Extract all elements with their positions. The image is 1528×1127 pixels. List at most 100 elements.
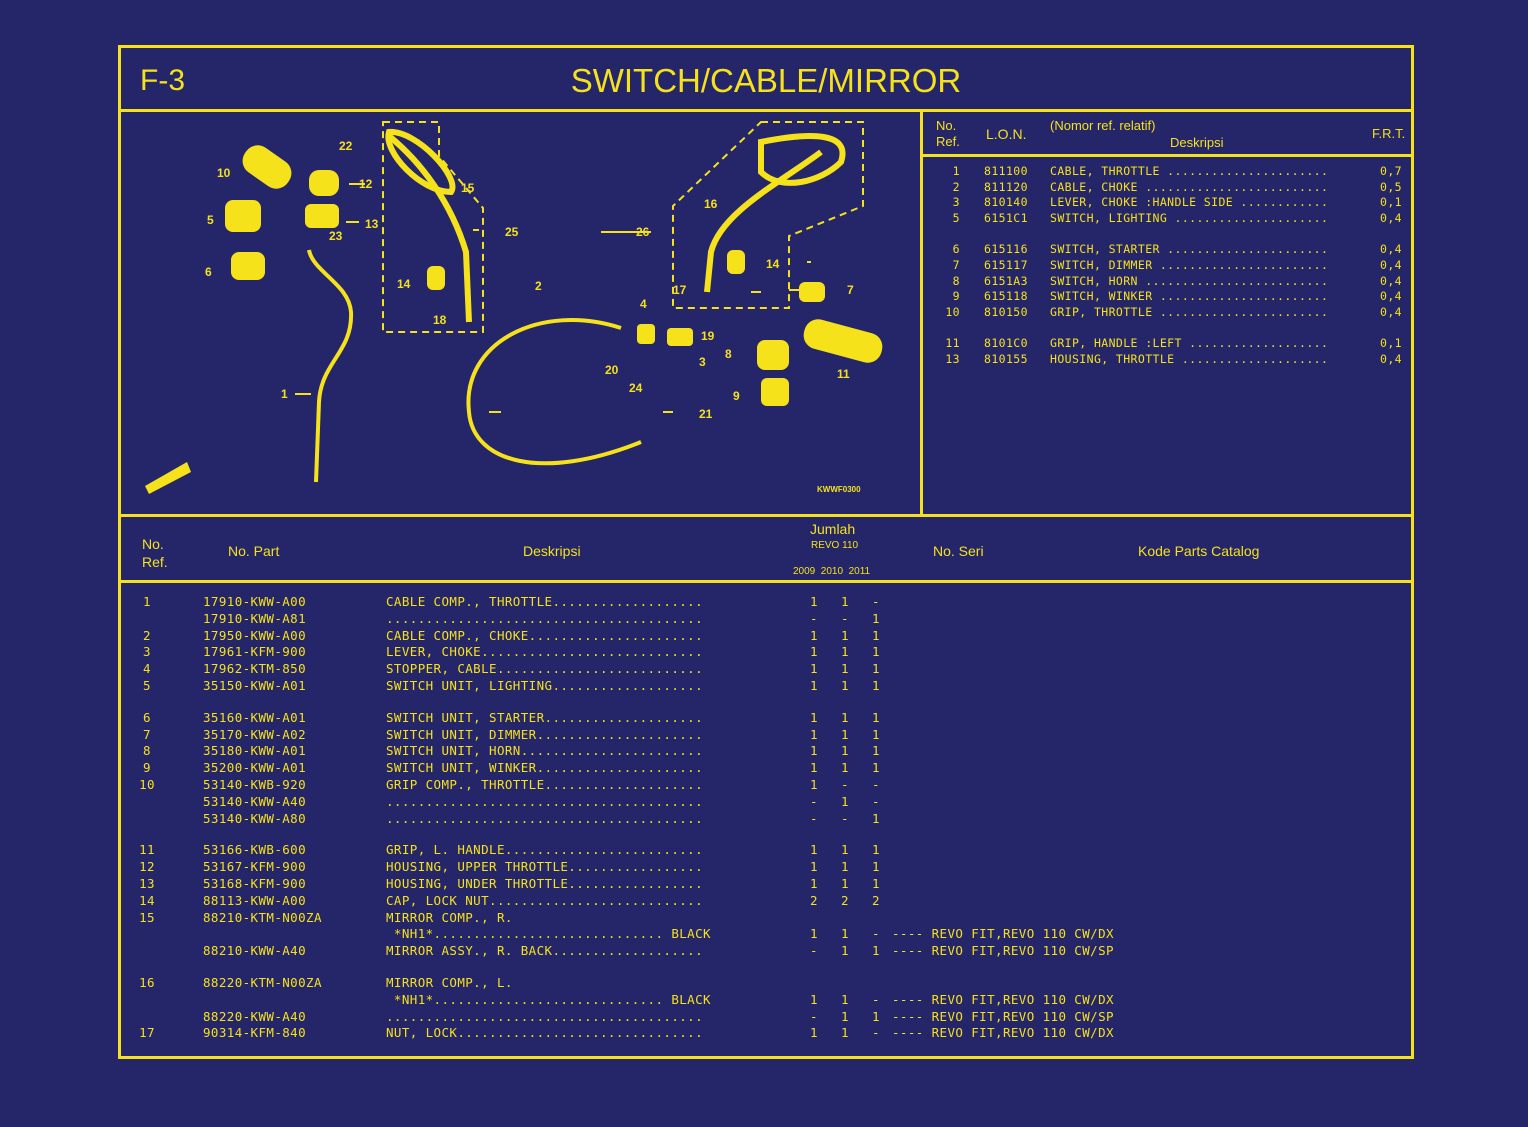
part-seri: ---- REVO FIT,REVO 110 CW/DX: [892, 991, 1114, 1007]
part-qty: 1: [810, 627, 818, 643]
lon-ref: 2: [952, 179, 960, 194]
part-desc: CABLE COMP., CHOKE......................: [386, 627, 704, 643]
part-ref: 6: [143, 709, 151, 725]
svg-text:2: 2: [535, 279, 542, 293]
part-qty: -: [872, 1025, 880, 1041]
lon-ref: 11: [945, 336, 960, 351]
part-ref: 11: [139, 842, 155, 858]
lon-desc: GRIP, HANDLE :LEFT ...................: [1050, 336, 1329, 351]
part-desc: *NH1*............................. BLACK: [386, 991, 711, 1007]
part-seri: ---- REVO FIT,REVO 110 CW/DX: [892, 926, 1114, 942]
lon-frt: 0,4: [1380, 258, 1402, 272]
part-qty: 1: [810, 709, 818, 725]
part-qty: 1: [872, 709, 880, 725]
part-qty: 1: [810, 842, 818, 858]
part-qty: 1: [872, 859, 880, 875]
parts-header-years: 2009 2010 2011: [793, 566, 871, 577]
switch-dimmer: [799, 282, 825, 302]
part-desc: SWITCH UNIT, WINKER.....................: [386, 760, 704, 776]
part-desc: STOPPER, CABLE..........................: [386, 661, 704, 677]
lon-frt: 0,4: [1380, 242, 1402, 257]
part-qty: 1: [872, 1008, 880, 1024]
grip-left: [242, 145, 292, 189]
part-desc: ........................................: [386, 610, 704, 626]
header-divider: [118, 109, 1414, 112]
svg-text:20: 20: [605, 363, 619, 377]
part-seri: ---- REVO FIT,REVO 110 CW/DX: [892, 1025, 1114, 1041]
parts-header-noseri: No. Seri: [933, 543, 984, 559]
part-desc: ........................................: [386, 810, 704, 826]
lon-frt: 0,1: [1380, 195, 1402, 210]
part-qty: 1: [841, 1008, 849, 1024]
part-number: 90314-KFM-840: [203, 1025, 307, 1041]
part-desc: NUT, LOCK...............................: [386, 1025, 704, 1041]
svg-text:8: 8: [725, 347, 732, 361]
part-qty: 1: [810, 859, 818, 875]
part-number: 35160-KWW-A01: [203, 709, 307, 725]
part-qty: -: [841, 777, 849, 792]
lon-code: 615116: [984, 242, 1028, 257]
part-number: 35170-KWW-A02: [203, 726, 307, 742]
svg-text:13: 13: [365, 217, 379, 231]
svg-text:12: 12: [359, 177, 373, 191]
lon-desc: SWITCH, WINKER .......................: [1050, 289, 1329, 304]
svg-text:18: 18: [433, 313, 447, 327]
lon-desc: SWITCH, HORN .........................: [1050, 273, 1329, 288]
parts-header-model: REVO 110: [811, 540, 859, 551]
part-qty: -: [841, 610, 849, 626]
part-qty: 1: [841, 876, 849, 891]
part-number: 88220-KTM-N00ZA: [203, 975, 322, 990]
lon-ref: 7: [952, 258, 960, 272]
lon-header-divider: [920, 154, 1414, 157]
part-desc: HOUSING, UPPER THROTTLE.................: [386, 859, 704, 875]
part-ref: 9: [143, 760, 151, 776]
choke-lever: [637, 324, 655, 344]
parts-header-kode: Kode Parts Catalog: [1138, 543, 1260, 559]
part-qty: 1: [841, 926, 849, 942]
svg-text:23: 23: [329, 229, 343, 243]
part-number: 17962-KTM-850: [203, 661, 307, 677]
part-qty: -: [810, 810, 818, 826]
part-qty: 1: [841, 1025, 849, 1041]
part-number: 88210-KTM-N00ZA: [203, 909, 322, 925]
part-desc: SWITCH UNIT, HORN.......................: [386, 743, 704, 759]
lon-code: 810150: [984, 304, 1028, 319]
part-number: 53140-KWW-A40: [203, 793, 307, 809]
svg-text:11: 11: [837, 367, 850, 381]
part-qty: -: [872, 926, 880, 942]
part-qty: 2: [810, 892, 818, 908]
svg-text:4: 4: [640, 297, 647, 311]
part-qty: 1: [872, 726, 880, 742]
part-qty: 1: [810, 777, 818, 792]
lon-desc: SWITCH, LIGHTING .....................: [1050, 210, 1329, 225]
part-seri: ---- REVO FIT,REVO 110 CW/SP: [892, 943, 1114, 959]
part-ref: 17: [139, 1025, 155, 1041]
part-qty: -: [872, 594, 880, 609]
part-ref: 12: [139, 859, 155, 875]
part-desc: MIRROR COMP., L.: [386, 975, 513, 990]
part-ref: 3: [143, 644, 151, 660]
switch-winker: [761, 378, 789, 406]
part-ref: 8: [143, 743, 151, 759]
svg-text:14: 14: [766, 257, 780, 271]
parts-header-jumlah: Jumlah: [810, 521, 856, 537]
mirror-l-head: [758, 133, 846, 186]
part-qty: 1: [841, 859, 849, 875]
part-qty: 1: [841, 644, 849, 660]
lon-header-desc: Deskripsi: [1170, 135, 1224, 150]
parts-row: 53140-KWW-A40...........................…: [130, 794, 1410, 811]
direction-arrow: [145, 462, 191, 494]
part-qty: 1: [841, 709, 849, 725]
part-qty: 1: [810, 594, 818, 609]
part-number: 17910-KWW-A00: [203, 594, 307, 609]
